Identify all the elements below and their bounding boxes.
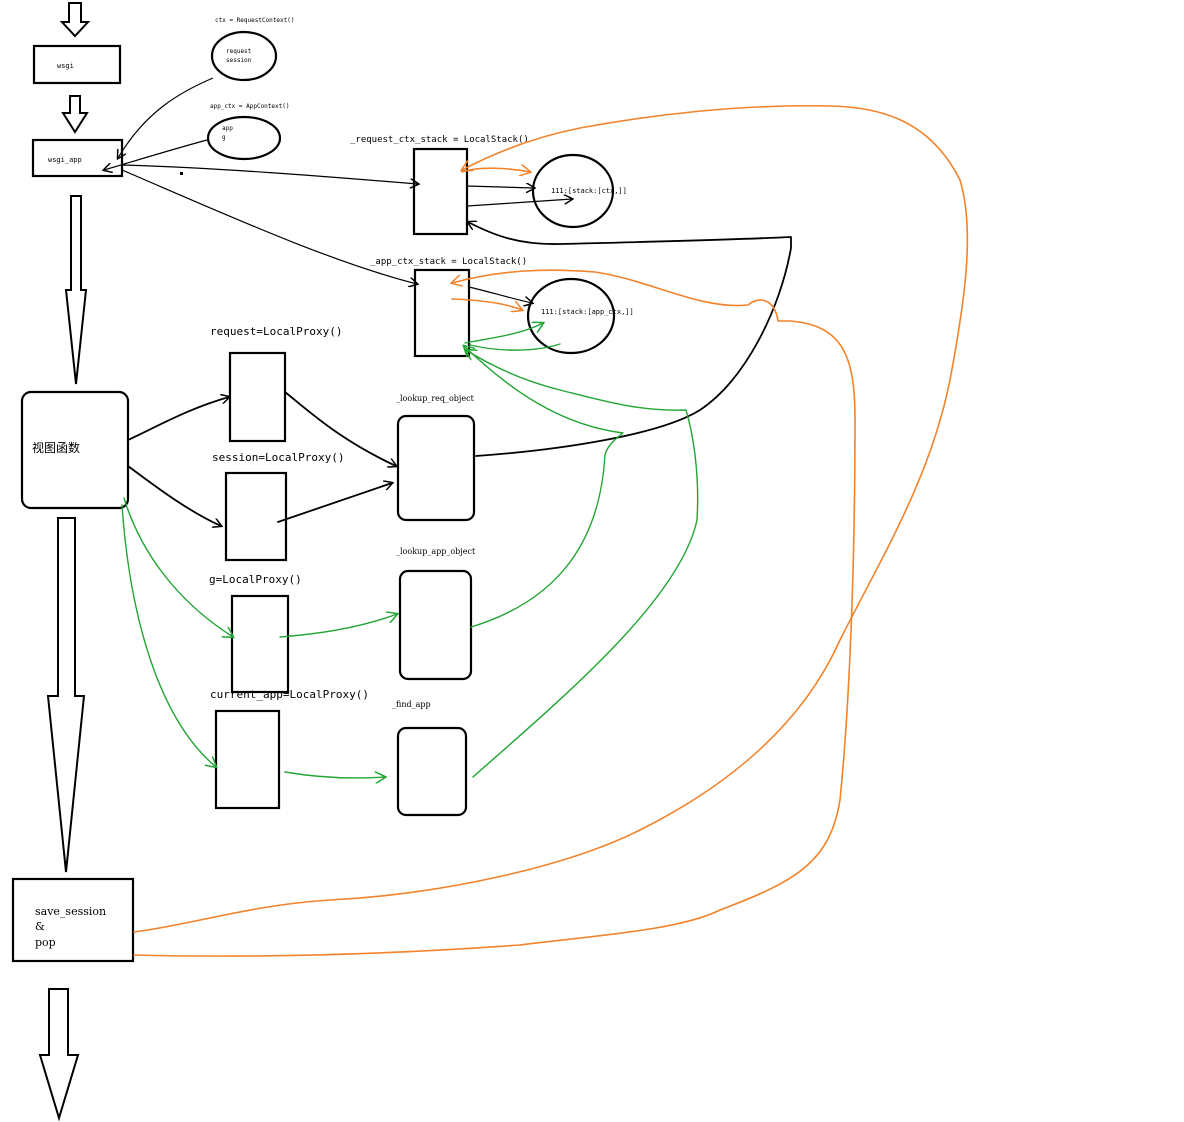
- find-app-to-app-stack-line: [466, 350, 699, 778]
- session-proxy-box: [224, 471, 288, 562]
- lookup-req-object-box: [396, 414, 476, 522]
- g-proxy-label: g=LocalProxy(): [209, 573, 302, 586]
- app-stack-to-storage-green-arrow: [464, 323, 543, 344]
- app-stack-to-storage-green-hook: [469, 343, 561, 351]
- view-function-box: [20, 390, 130, 510]
- view-to-current-app-proxy-arrow: [121, 504, 216, 767]
- app-ctx-app-label: app: [222, 125, 233, 132]
- find-app-label: _find_app: [392, 700, 431, 709]
- app-context-ellipse: [206, 115, 282, 161]
- request-stack-push-arrow: [466, 186, 534, 188]
- wsgi-app-label: wsgi_app: [48, 156, 82, 164]
- request-stack-orange-hook: [461, 168, 530, 172]
- ctx-session-label: session: [226, 57, 252, 64]
- flow-arrow-wsgi-to-wsgiapp: [61, 95, 89, 134]
- lookup-app-object-box: [398, 569, 473, 681]
- app-stack-storage-ellipse: [526, 277, 616, 355]
- lookup-req-to-request-stack-loop: [468, 222, 792, 457]
- app-stack-push-arrow: [468, 286, 532, 303]
- request-proxy-label: request=LocalProxy(): [210, 325, 342, 338]
- stray-dot: [180, 172, 183, 175]
- request-proxy-box: [228, 351, 287, 443]
- wsgi-app-to-app-stack-line: [121, 169, 417, 284]
- view-to-g-proxy-arrow: [123, 497, 233, 637]
- save-session-line1: save_session: [35, 905, 106, 918]
- lookup-app-to-app-stack-line: [464, 346, 624, 628]
- app-ctx-to-wsgi-app-line: [104, 139, 208, 170]
- lookup-app-object-label: _lookup_app_object: [396, 547, 476, 556]
- flow-arrow-wsgiapp-to-view: [64, 195, 88, 385]
- lookup-req-object-label: _lookup_req_object: [396, 394, 475, 403]
- save-session-line2: &: [35, 920, 45, 933]
- g-proxy-to-lookup-app-arrow: [279, 614, 397, 638]
- save-session-to-app-stack-pop: [133, 269, 856, 957]
- app-stack-orange-hook: [451, 298, 522, 310]
- flow-arrow-bottom: [38, 988, 80, 1122]
- view-to-request-proxy-arrow: [127, 397, 229, 441]
- save-session-to-request-stack-pop: [133, 104, 969, 933]
- current-app-proxy-box: [214, 709, 281, 810]
- wsgi-app-box: [31, 138, 124, 178]
- session-proxy-to-lookup-req-arrow: [277, 483, 392, 523]
- save-session-box: [11, 877, 135, 963]
- request-proxy-to-lookup-req-arrow: [284, 391, 396, 466]
- wsgi-box: [32, 44, 122, 85]
- ctx-definition-label: ctx = RequestContext(): [215, 17, 294, 24]
- wsgi-label: wsgi: [57, 62, 74, 70]
- app-ctx-stack-box: [413, 268, 471, 358]
- save-session-line3: pop: [35, 936, 56, 949]
- view-to-session-proxy-arrow: [127, 465, 221, 526]
- app-ctx-g-label: g: [222, 134, 226, 141]
- request-stack-storage-label: 111:[stack:[ctx,]]: [551, 187, 627, 195]
- current-app-proxy-label: current_app=LocalProxy(): [210, 688, 369, 701]
- app-stack-storage-label: 111:[stack:[app_ctx,]]: [541, 308, 634, 316]
- app-ctx-definition-label: app_ctx = AppContext(): [210, 103, 289, 110]
- current-app-proxy-to-find-app-arrow: [284, 772, 385, 778]
- ctx-to-wsgi-app-line: [118, 77, 214, 158]
- view-function-label: 视图函数: [32, 440, 80, 455]
- find-app-box: [396, 726, 468, 817]
- ctx-request-label: request: [226, 48, 252, 55]
- app-ctx-stack-label: _app_ctx_stack = LocalStack(): [370, 257, 527, 267]
- request-ctx-stack-box: [412, 147, 469, 236]
- request-context-ellipse: [210, 30, 278, 82]
- session-proxy-label: session=LocalProxy(): [212, 451, 344, 464]
- request-ctx-stack-label: _request_ctx_stack = LocalStack(): [350, 135, 529, 145]
- g-proxy-box: [230, 594, 290, 694]
- flow-arrow-view-to-save: [46, 517, 86, 873]
- flow-arrow-top: [59, 2, 91, 38]
- wsgi-app-to-request-stack-line: [121, 164, 418, 184]
- request-stack-top-arrow: [466, 199, 572, 207]
